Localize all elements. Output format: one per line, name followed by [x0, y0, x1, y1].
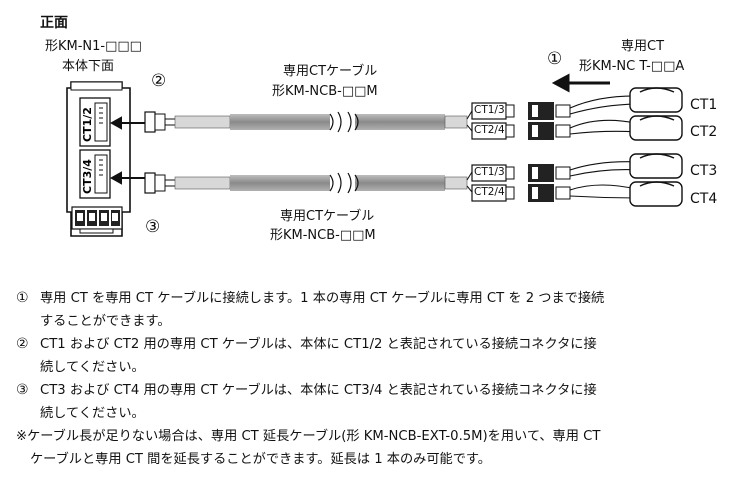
port-label-ct12: CT1/2 — [81, 107, 94, 142]
note-2-cont: 続してください。 — [40, 360, 145, 375]
cable-lower — [144, 171, 473, 194]
ct-plugs — [528, 102, 571, 202]
connector-jacks — [505, 104, 515, 200]
main-unit-model: 形KM-N1-□□□ — [45, 39, 142, 54]
note-footnote-cont: ケーブルと専用 CT 間を延長することができます。延長は 1 本のみ可能です。 — [30, 452, 491, 467]
note-3-cont: 続してください。 — [40, 406, 145, 421]
ct-label-2: CT2 — [690, 124, 718, 140]
ct-label-4: CT4 — [690, 191, 718, 207]
ct-leads — [569, 95, 641, 199]
cable-model-bottom: 形KM-NCB-□□M — [270, 228, 376, 243]
callout-2: ② — [151, 71, 167, 91]
ct-sensors — [629, 87, 683, 207]
cable-title-top: 専用CTケーブル — [283, 64, 378, 79]
cable-model-top: 形KM-NCB-□□M — [272, 84, 378, 99]
cable-title-bottom: 専用CTケーブル — [280, 209, 375, 224]
ct-label-1: CT1 — [690, 97, 718, 113]
cable-connectors — [471, 102, 507, 202]
callout-3: ③ — [145, 217, 161, 237]
connector-label-ct24-upper: CT2/4 — [474, 124, 505, 136]
section-title: 正面 — [40, 15, 68, 31]
connector-label-ct13-upper: CT1/3 — [474, 104, 505, 116]
main-unit-label: 本体下面 — [62, 59, 115, 74]
cable-upper — [144, 110, 473, 133]
main-unit — [66, 81, 131, 237]
callout-1: ① — [547, 49, 563, 69]
insert-arrows — [109, 116, 145, 185]
ct-sensor-title: 専用CT — [621, 39, 665, 54]
ct-sensor-model: 形KM-NC T-□□A — [579, 59, 685, 74]
insert-arrow-ct — [551, 73, 610, 93]
note-1-cont: することができます。 — [40, 314, 171, 329]
note-footnote: ※ケーブル長が足りない場合は、専用 CT 延長ケーブル(形 KM-NCB-EXT… — [16, 429, 601, 444]
connector-label-ct24-lower: CT2/4 — [474, 186, 505, 198]
ct-label-3: CT3 — [690, 163, 718, 179]
connector-label-ct13-lower: CT1/3 — [474, 166, 505, 178]
wiring-diagram: CT1/2 CT3/4 — [66, 73, 683, 237]
port-label-ct34: CT3/4 — [81, 159, 94, 194]
